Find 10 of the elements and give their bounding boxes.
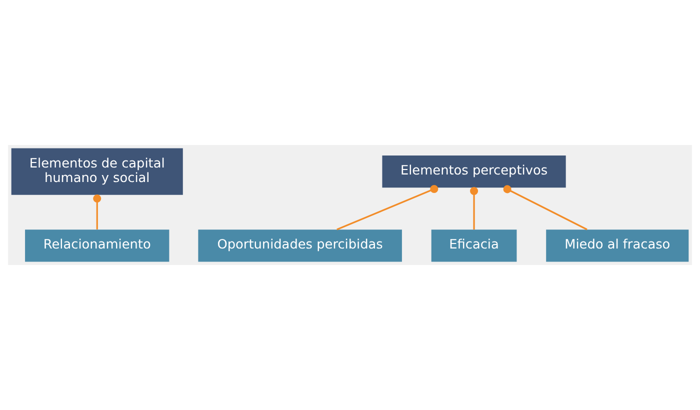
connector	[470, 186, 478, 230]
node-box: Oportunidades percibidas	[198, 230, 402, 262]
node-box: Elementos perceptivos	[382, 155, 566, 188]
node-box: Relacionamiento	[25, 230, 170, 262]
connector	[503, 185, 588, 230]
connector	[336, 184, 438, 230]
node-box: Elementos de capital humano y social	[11, 148, 183, 195]
connector	[93, 194, 102, 230]
node-box: Eficacia	[431, 230, 517, 262]
node-box: Miedo al fracaso	[546, 230, 689, 262]
